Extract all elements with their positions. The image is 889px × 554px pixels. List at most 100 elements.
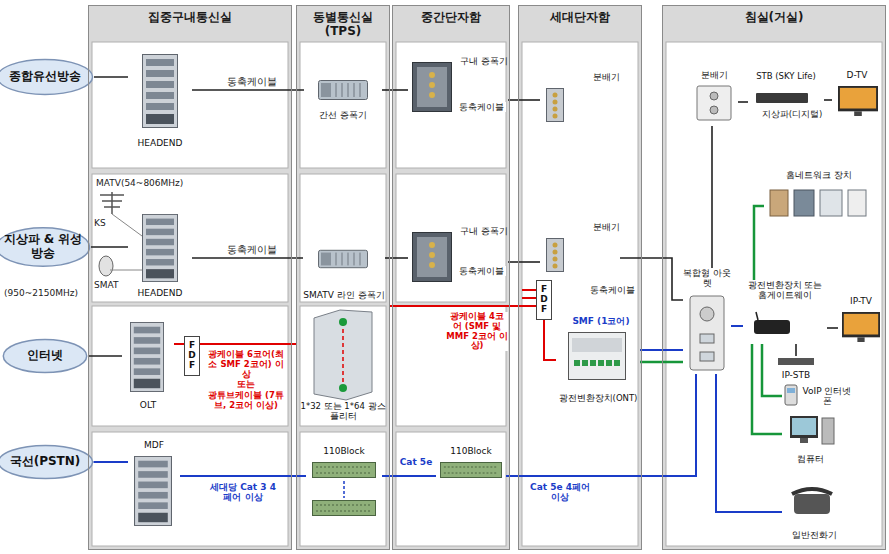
building-amplifier [413, 63, 452, 112]
building-amplifier [413, 233, 452, 282]
connector [716, 374, 782, 512]
gateway: 광전변환장치 또는 홈게이트웨이 [743, 280, 827, 344]
cable-label: 동축케이블 [588, 285, 636, 295]
headend-rack [143, 55, 178, 128]
row-box [300, 174, 386, 302]
ellipse-shape [3, 339, 86, 372]
service-ellipse: 인터넷 [2, 338, 88, 374]
column-ground [518, 5, 642, 550]
connector [508, 261, 540, 263]
block-110-icon [440, 463, 501, 478]
connector [192, 257, 303, 259]
wall-splitter [697, 86, 731, 120]
room-panel: 동별통신실 (TPS) 간선 증폭기 SMATV 라인 증폭기 1*32 또는 1*6… [296, 5, 390, 550]
line-amplifier [319, 250, 368, 267]
node-text: SMATV 라인 증폭기 [303, 290, 384, 300]
gateway-box [754, 320, 790, 334]
cable-label: 광케이블 4코어 (SMF 및 MMF 2코어 이상) [446, 312, 508, 351]
connector [91, 246, 128, 248]
set-top-box: IP-STB [772, 356, 820, 380]
node-text: 1*32 또는 1*64 광스플리터 [297, 402, 389, 422]
node-text: D-TV [846, 70, 867, 80]
jumper-dash [343, 481, 345, 498]
fdf-box: FDF [536, 280, 552, 320]
dish-feed [110, 270, 142, 271]
fdf-box: FDF [184, 336, 200, 376]
fiber-dot [339, 384, 347, 392]
node-text: 간선 증폭기 [319, 110, 367, 120]
antenna-element [100, 194, 124, 196]
connector [795, 344, 797, 356]
room-panel: 침실(거실) 분배기 STB (SKY Life) D-TV 홈네트워크 장치복합형 아… [662, 5, 886, 550]
splitter-icon [547, 239, 564, 272]
cable-label: 세대당 Cat 3 4페어 이상 [208, 482, 278, 503]
stb-box [756, 93, 808, 103]
node-text: 홈네트워크 장치 [786, 170, 852, 180]
olt-rack [130, 322, 163, 391]
splitter: 분배기 [540, 222, 620, 276]
service-ellipse: 국선(PSTN) [0, 444, 94, 480]
column-ground [296, 5, 390, 550]
note-label: 지상파(디지털) [756, 110, 828, 120]
outlet: 복합형 아웃렛 [683, 268, 731, 374]
antenna-element [102, 200, 122, 202]
note-label: 또는 [206, 380, 286, 390]
monitor-screen [792, 418, 816, 435]
note-label: 광튜브케이블 (7튜브, 2코어 이상) [206, 391, 286, 411]
home-network: 홈네트워크 장치 [764, 170, 874, 226]
voip-phone: VoIP 인터넷폰 [782, 382, 852, 410]
connector [382, 89, 408, 91]
node-text: 컴퓨터 [797, 454, 824, 464]
block-110-icon [313, 463, 376, 478]
outlet-jack [700, 352, 714, 361]
tv-icon [842, 312, 880, 342]
node-text: MDF [144, 440, 164, 450]
port [710, 92, 718, 100]
cable-label: 동축케이블 [456, 102, 506, 112]
room-heading: 침실(거실) [745, 6, 804, 25]
column-ground [88, 5, 292, 550]
pc-tower [822, 418, 834, 444]
splitter-icon [547, 89, 564, 122]
optical-splitter: 1*32 또는 1*64 광스플리터 [297, 298, 389, 422]
trunk-amplifier [319, 81, 368, 100]
row-box [300, 42, 386, 168]
cable-label: 동축케이블 [224, 77, 280, 88]
cable-label: 동축케이블 [224, 245, 280, 256]
row-box [396, 432, 506, 546]
room-panel: 중간단자함구내 증폭기구내 증폭기110Block [392, 5, 510, 550]
mdf-rack [135, 456, 172, 525]
connector [382, 475, 436, 477]
home-device [794, 190, 814, 216]
antenna-element [104, 206, 120, 208]
monitor-stand [800, 438, 808, 443]
connector [88, 355, 122, 357]
node-text: FDF [188, 341, 197, 371]
amplifier: 구내 증폭기 [408, 226, 508, 286]
fiber-stub [522, 297, 536, 299]
node-text: 일반전화기 [792, 530, 837, 540]
row-box [396, 174, 506, 302]
node-text: 지상파 & 위성방송 [0, 233, 91, 261]
connector [200, 343, 297, 345]
outlet-jack [700, 334, 714, 343]
row-box [92, 306, 288, 426]
row-box [522, 42, 638, 546]
room-heading: 동별통신실 (TPS) [297, 6, 389, 39]
node-text: 구내 증폭기 [460, 56, 508, 66]
cable-label: SMF (1코어) [566, 316, 636, 326]
block-110: 110Block [436, 446, 506, 482]
ont-unit: 광전변환장치(ONT) [556, 330, 640, 404]
node-text: 110Block [450, 446, 492, 456]
node-text: STB (SKY Life) [756, 72, 816, 82]
column-ground [392, 5, 510, 550]
home-device [820, 190, 842, 216]
stb-box [778, 358, 814, 365]
splitter: 분배기 [690, 70, 738, 126]
amplifier: SMATV 라인 증폭기 [303, 246, 385, 300]
amplifier: 간선 증폭기 [304, 76, 382, 120]
monitor [790, 416, 818, 438]
